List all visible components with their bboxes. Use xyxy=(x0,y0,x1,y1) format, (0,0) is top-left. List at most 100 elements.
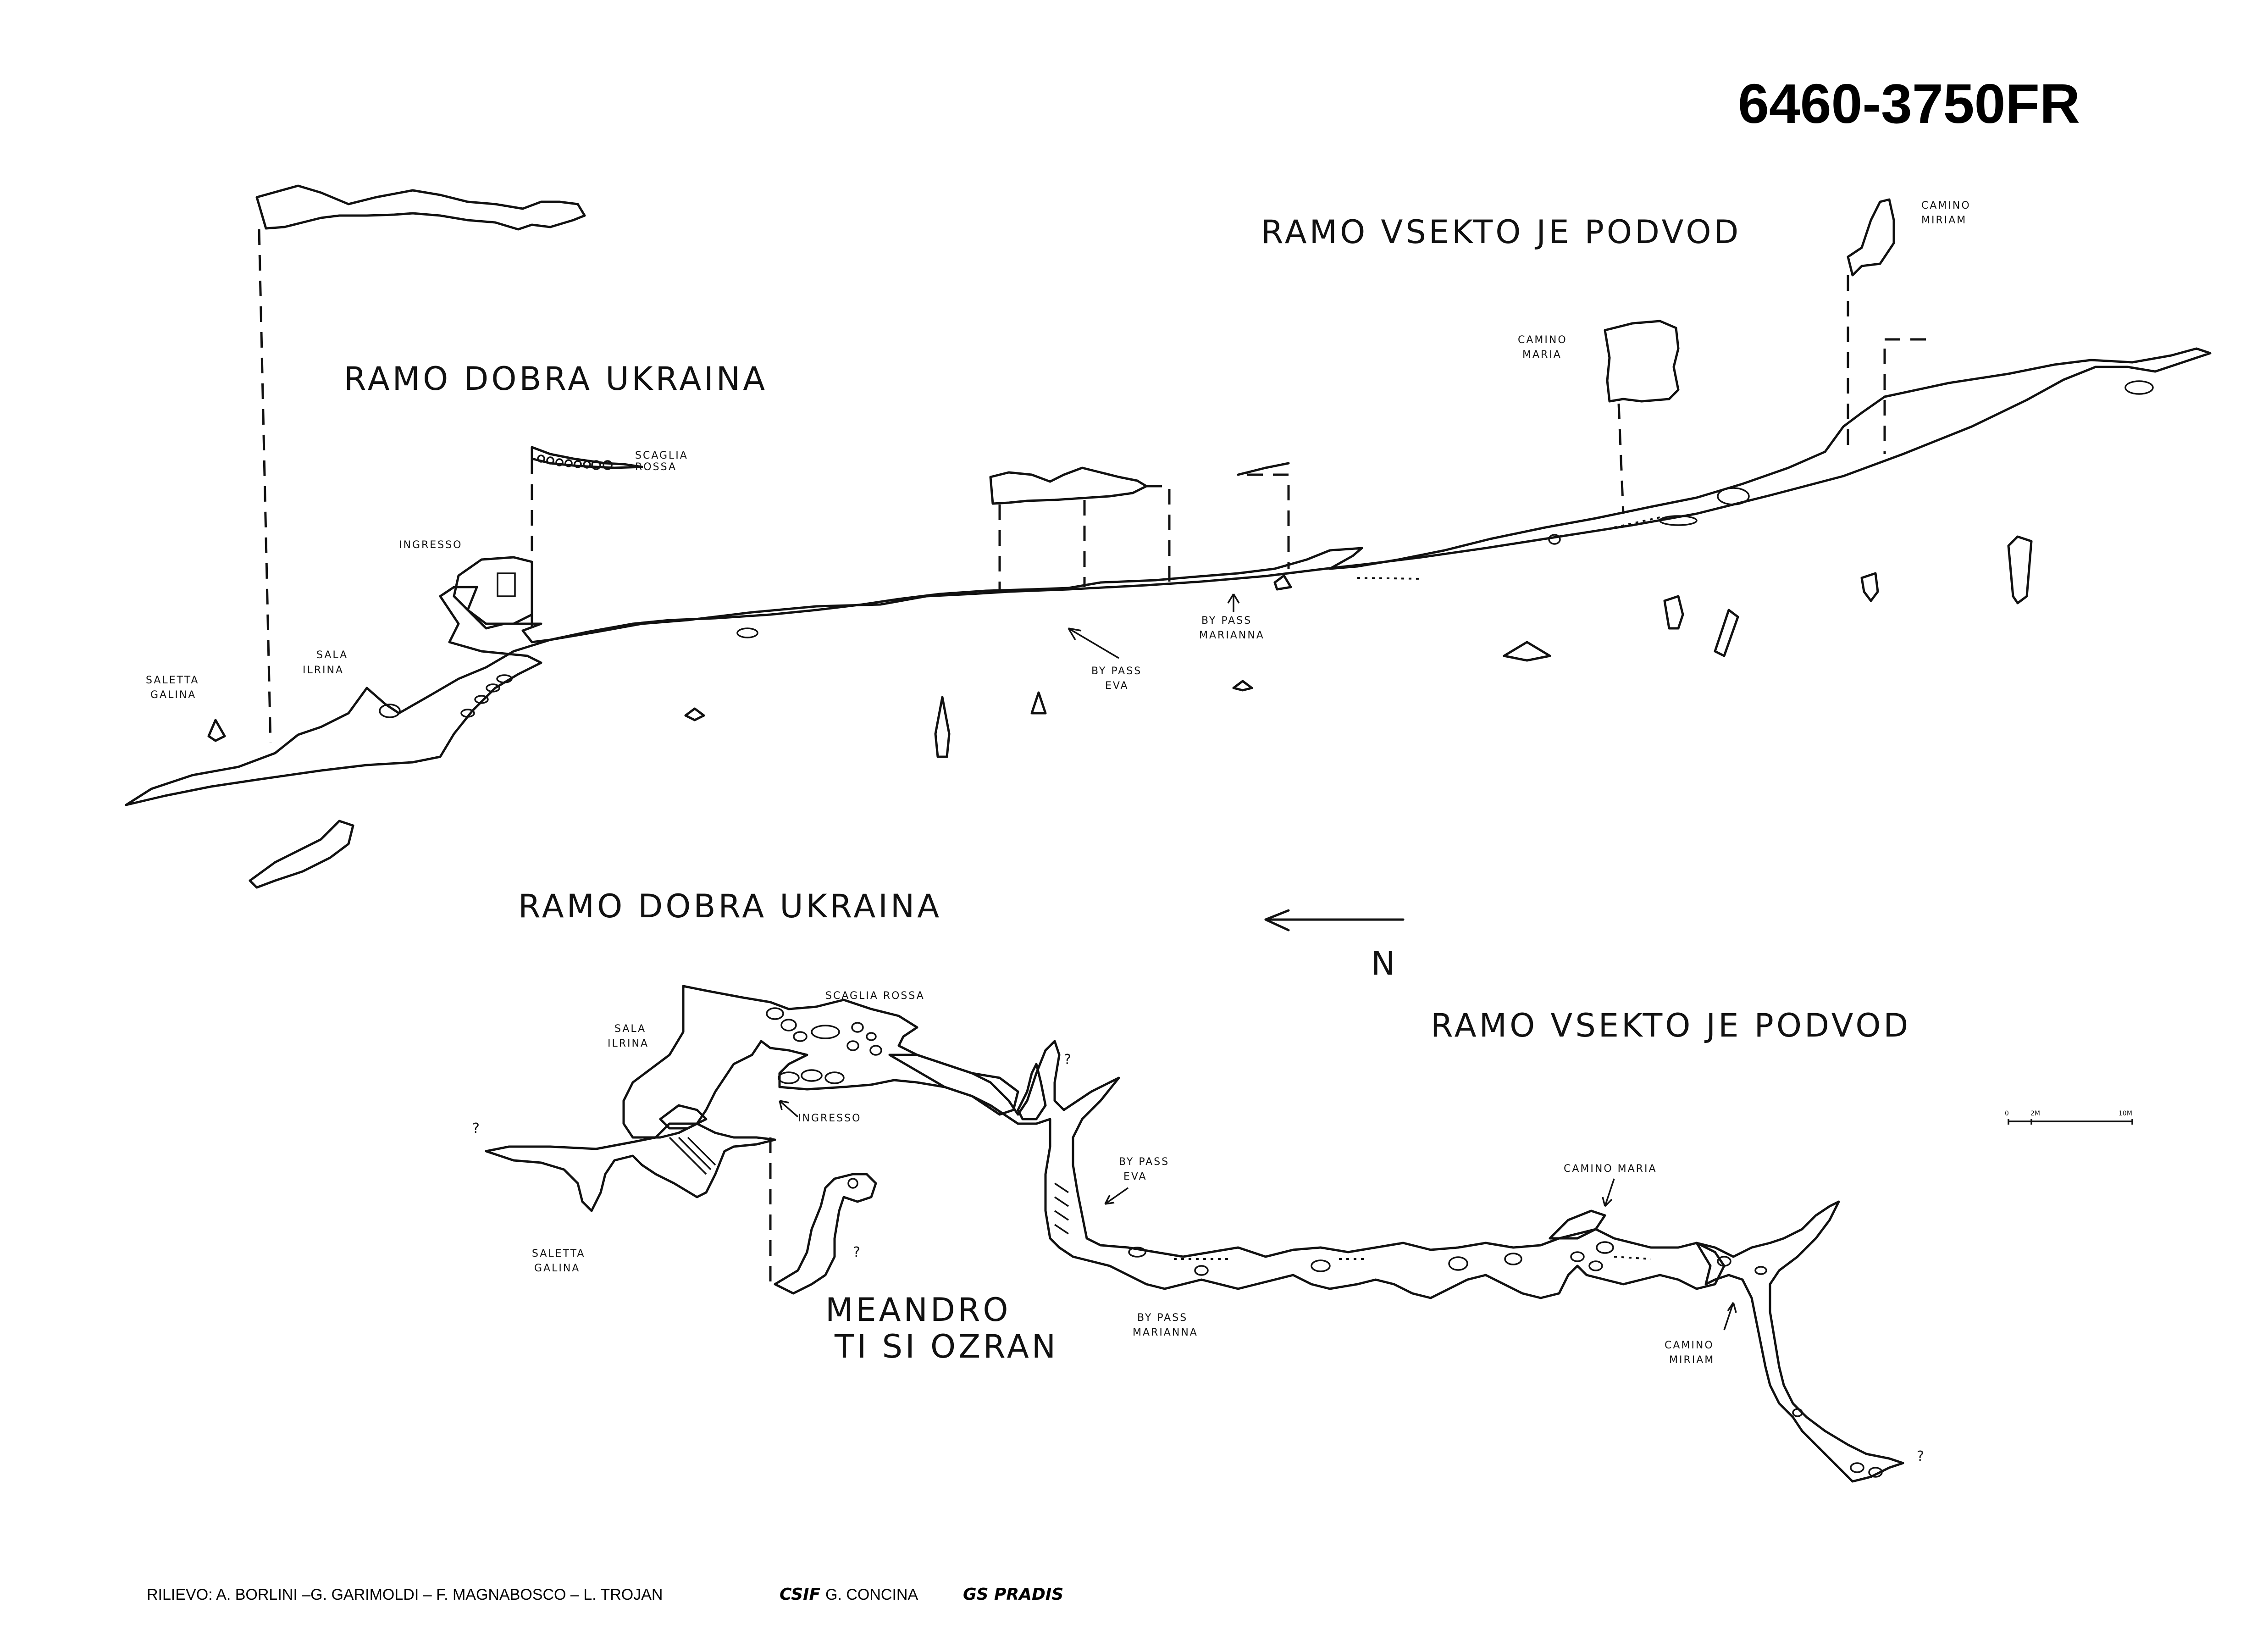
label-meandro-2: TI SI OZRAN xyxy=(834,1328,1058,1365)
label-bypass-marianna-profile-2: MARIANNA xyxy=(1199,630,1265,641)
arrow-bypass-eva-plan xyxy=(1104,1187,1129,1205)
plan-eva-hatch xyxy=(1054,1182,1069,1235)
label-camino-miriam-plan-2: MIRIAM xyxy=(1669,1354,1715,1366)
plan-sala-ilrina xyxy=(622,985,1019,1139)
plan-scaglia-stones xyxy=(766,1007,882,1084)
plan-question-1: ? xyxy=(472,1120,481,1137)
plan-ingresso-passage xyxy=(485,1122,776,1212)
survey-code: 6460-3750FR xyxy=(1738,72,2080,135)
profile-main-passage xyxy=(125,347,2212,806)
label-camino-maria-plan: CAMINO MARIA xyxy=(1564,1163,1657,1175)
plan-debris-3 xyxy=(1614,1256,1651,1260)
label-sala-profile-2: ILRINA xyxy=(303,665,344,676)
profile-debris-1 xyxy=(1357,577,1422,580)
profile-pocket-3 xyxy=(684,707,705,721)
label-saletta-profile-1: SALETTA xyxy=(146,675,199,686)
plan-question-3: ? xyxy=(1064,1052,1073,1068)
camino-miriam-profile xyxy=(1847,198,1895,277)
profile-pocket-7 xyxy=(1860,572,1879,602)
label-bypass-eva-profile-1: BY PASS xyxy=(1091,665,1142,677)
label-camino-miriam-profile-1: CAMINO xyxy=(1921,200,1971,211)
plan-central-stones xyxy=(1128,1241,1614,1276)
label-bypass-marianna-plan-1: BY PASS xyxy=(1137,1312,1188,1324)
scaglia-rossa-profile xyxy=(531,446,643,469)
upper-chamber-top-left xyxy=(255,184,586,231)
label-ramo-vsekto-profile: RAMO VSEKTO JE PODVOD xyxy=(1261,213,1741,251)
credits: RILIEVO: A. BORLINI –G. GARIMOLDI – F. M… xyxy=(147,1585,1063,1604)
profile-small-roof xyxy=(1237,462,1290,476)
label-bypass-eva-plan-2: EVA xyxy=(1123,1171,1147,1182)
label-camino-maria-profile-2: MARIA xyxy=(1522,349,1562,360)
north-arrow: N xyxy=(1264,909,1405,982)
label-ramo-vsekto-plan: RAMO VSEKTO JE PODVOD xyxy=(1431,1007,1911,1044)
scale-bar: 0 2M 10M xyxy=(2005,1110,2133,1125)
plan-ingresso-hatch xyxy=(669,1137,716,1175)
plan-miriam-stones xyxy=(1717,1256,1883,1478)
profile-pillar-1 xyxy=(934,696,951,758)
profile-shaft-maria xyxy=(1617,403,1625,514)
profile-pocket-4 xyxy=(1232,680,1253,692)
ingresso-profile xyxy=(453,556,533,625)
label-saletta-plan-2: GALINA xyxy=(534,1263,580,1274)
credits-middle: G. CONCINA xyxy=(825,1586,918,1603)
credits-club-2: GS PRADIS xyxy=(963,1585,1063,1604)
profile-pocket-5 xyxy=(1503,641,1551,662)
plan-central-loop xyxy=(1017,1063,1047,1120)
plan-camino-maria xyxy=(1549,1209,1606,1240)
label-saletta-profile-2: GALINA xyxy=(150,689,196,701)
label-bypass-eva-profile-2: EVA xyxy=(1105,680,1129,692)
label-scaglia-2: ROSSA xyxy=(635,461,677,473)
profile-rock-blocks xyxy=(379,380,2154,718)
label-bypass-eva-plan-1: BY PASS xyxy=(1119,1156,1169,1168)
camino-maria-profile xyxy=(1604,320,1680,403)
plan-miriam-branch xyxy=(1695,1200,1904,1483)
scale-label-10m: 10M xyxy=(2119,1110,2132,1117)
profile-middle-chamber xyxy=(989,466,1148,505)
scale-label-0: 0 xyxy=(2005,1110,2009,1117)
arrow-bypass-marianna-profile xyxy=(1227,593,1240,612)
north-label: N xyxy=(1371,945,1398,982)
label-camino-maria-profile-1: CAMINO xyxy=(1518,334,1567,346)
profile-shaft-mid4 xyxy=(1247,473,1290,569)
profile-pocket-2 xyxy=(1030,691,1047,715)
label-bypass-marianna-plan-2: MARIANNA xyxy=(1133,1327,1198,1338)
arrow-bypass-eva-profile xyxy=(1068,627,1119,659)
plan-question-2: ? xyxy=(853,1244,862,1260)
plan-central-passage xyxy=(888,1040,1726,1299)
profile-pillar-2 xyxy=(1714,609,1739,657)
label-ingresso-plan: INGRESSO xyxy=(798,1113,861,1124)
ingresso-block xyxy=(497,572,516,597)
plan-ingresso-block xyxy=(659,1104,708,1130)
scale-label-2m: 2M xyxy=(2030,1110,2040,1117)
profile-pillar-3 xyxy=(2007,535,2033,604)
label-sala-plan-1: SALA xyxy=(614,1023,646,1035)
plan-section: RAMO DOBRA UKRAINA RAMO VSEKTO JE PODVOD xyxy=(472,887,1925,1483)
label-ingresso-profile: INGRESSO xyxy=(399,539,462,551)
profile-lower-slab xyxy=(249,820,354,889)
arrow-camino-maria-plan xyxy=(1602,1178,1615,1207)
profile-shaft-left xyxy=(258,229,272,743)
label-sala-profile-1: SALA xyxy=(316,649,348,661)
label-ramo-dobra-ukraina-plan: RAMO DOBRA UKRAINA xyxy=(518,887,942,925)
label-scaglia-1: SCAGLIA xyxy=(635,450,688,461)
label-ramo-dobra-ukraina-profile: RAMO DOBRA UKRAINA xyxy=(344,360,768,398)
profile-shaft-mid3 xyxy=(1146,485,1171,585)
scaglia-rossa-stones xyxy=(537,455,613,470)
label-saletta-plan-1: SALETTA xyxy=(532,1248,585,1259)
profile-pocket-6 xyxy=(1663,595,1684,630)
label-camino-miriam-profile-2: MIRIAM xyxy=(1921,215,1967,226)
credits-club-1: CSIF xyxy=(780,1585,820,1604)
label-sala-plan-2: ILRINA xyxy=(608,1038,649,1049)
label-camino-miriam-plan-1: CAMINO xyxy=(1665,1340,1714,1351)
profile-small-pocket-1 xyxy=(1273,574,1292,591)
label-scaglia-rossa-plan: SCAGLIA ROSSA xyxy=(825,990,925,1002)
label-bypass-marianna-profile-1: BY PASS xyxy=(1201,615,1252,627)
plan-question-4: ? xyxy=(1917,1448,1925,1464)
arrow-ingresso-plan xyxy=(779,1100,799,1118)
profile-debris-2 xyxy=(1614,516,1660,528)
plan-meandro xyxy=(774,1173,877,1295)
credits-prefix: RILIEVO: A. BORLINI –G. GARIMOLDI – F. M… xyxy=(147,1586,663,1603)
arrow-camino-miriam-plan xyxy=(1723,1302,1737,1331)
profile-section: RAMO DOBRA UKRAINA RAMO VSEKTO JE PODVOD… xyxy=(125,184,2212,889)
